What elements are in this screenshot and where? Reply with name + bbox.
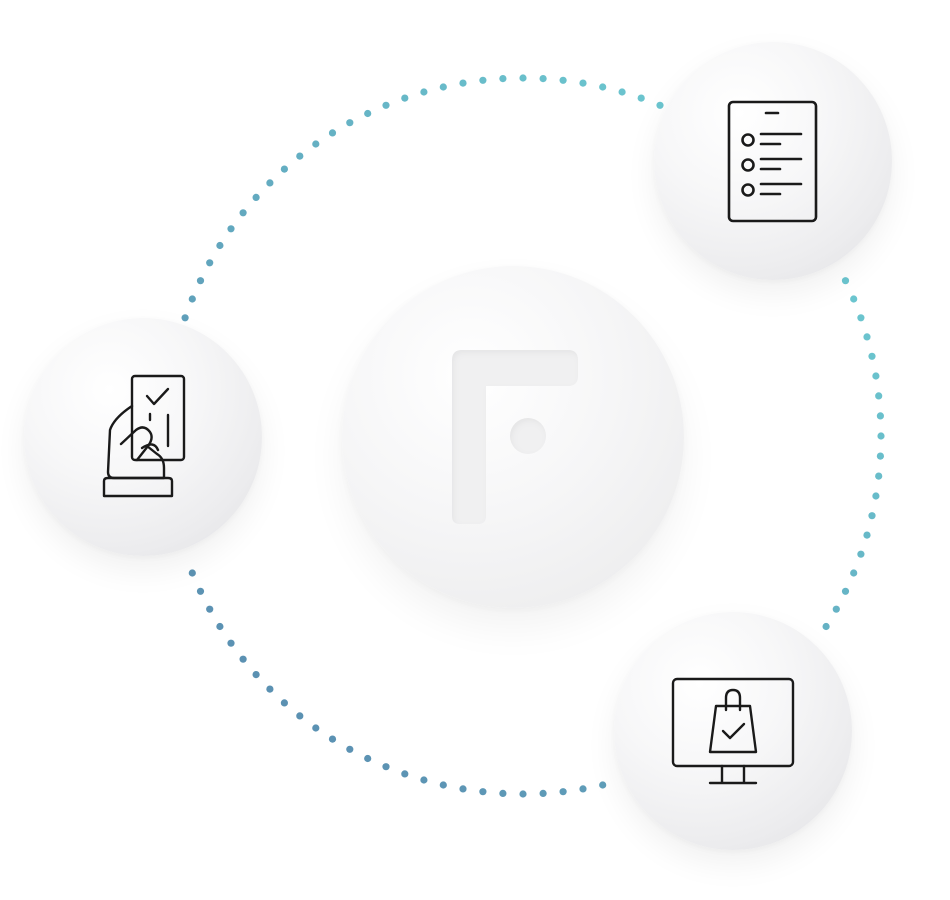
orbit-dot bbox=[559, 76, 567, 84]
orbit-dot bbox=[499, 789, 507, 798]
monitor-shopping-bag-icon bbox=[671, 677, 795, 785]
orbit-dot bbox=[868, 352, 876, 360]
orbit-dot bbox=[579, 79, 587, 87]
orbit-dot bbox=[637, 94, 645, 102]
orbit-dot bbox=[382, 101, 390, 109]
orbit-dot bbox=[872, 492, 880, 500]
orbit-dot bbox=[196, 277, 205, 285]
orbit-dot bbox=[346, 745, 354, 753]
orbit-dot bbox=[206, 605, 214, 613]
orbit-dot bbox=[401, 770, 409, 778]
orbit-dot bbox=[499, 75, 507, 83]
hub-circle bbox=[342, 266, 684, 608]
orbit-dot bbox=[439, 781, 447, 789]
orbit-dot bbox=[188, 569, 196, 577]
orbit-dot bbox=[519, 790, 527, 798]
orbit-dot bbox=[266, 685, 274, 693]
orbit-dot bbox=[618, 88, 626, 96]
orbit-dot bbox=[252, 193, 260, 201]
orbit-dot bbox=[266, 179, 274, 187]
orbit-dot bbox=[216, 622, 224, 631]
orbit-dot bbox=[196, 587, 205, 595]
orbit-dot bbox=[312, 724, 320, 732]
orbit-dot bbox=[519, 74, 527, 82]
orbit-dot bbox=[539, 789, 547, 798]
orbit-dot bbox=[539, 75, 547, 83]
orbit-dot bbox=[364, 754, 372, 763]
orbit-dot bbox=[382, 763, 390, 771]
checklist-document-icon bbox=[727, 100, 818, 223]
orbit-dot bbox=[296, 152, 304, 160]
orbit-dot bbox=[239, 655, 247, 663]
shop-node bbox=[614, 612, 852, 850]
orbit-dot bbox=[876, 452, 885, 460]
orbit-dot bbox=[850, 295, 858, 303]
orbit-dot bbox=[346, 119, 354, 127]
document-node bbox=[654, 42, 892, 280]
orbit-dot bbox=[479, 788, 487, 796]
orbit-dot bbox=[328, 735, 337, 743]
orbit-dot bbox=[850, 569, 858, 577]
orbit-dot bbox=[868, 512, 876, 520]
orbit-dot bbox=[875, 392, 883, 400]
card-node bbox=[24, 318, 262, 556]
orbit-dot bbox=[863, 531, 871, 539]
orbit-dot bbox=[280, 165, 288, 173]
orbit-dot bbox=[599, 781, 607, 789]
orbit-dot bbox=[877, 432, 885, 440]
orbit-dot bbox=[459, 785, 467, 793]
orbit-dot bbox=[863, 333, 871, 341]
orbit-dot bbox=[227, 639, 235, 647]
orbit-dot bbox=[239, 209, 247, 217]
orbit-dot bbox=[459, 79, 467, 87]
orbit-dot bbox=[599, 83, 607, 91]
orbit-dot bbox=[841, 277, 850, 285]
orbit-dot bbox=[206, 259, 214, 267]
hand-holding-card-icon bbox=[102, 374, 186, 498]
brand-logo-icon bbox=[452, 350, 578, 524]
orbit-dot bbox=[579, 785, 587, 793]
orbit-dot bbox=[420, 88, 428, 96]
orbit-dot bbox=[872, 372, 880, 380]
orbit-dot bbox=[559, 788, 567, 796]
orbit-dot bbox=[439, 83, 447, 91]
orbit-dot bbox=[656, 101, 664, 109]
orbit-dot bbox=[841, 587, 850, 595]
orbit-dot bbox=[312, 140, 320, 148]
orbit-dot bbox=[364, 109, 372, 118]
orbit-dot bbox=[832, 605, 840, 613]
orbit-dot bbox=[181, 314, 189, 322]
orbit-dot bbox=[328, 129, 337, 137]
orbit-dot bbox=[401, 94, 409, 102]
orbit-dot bbox=[822, 622, 830, 631]
orbit-dot bbox=[857, 550, 865, 558]
orbit-dot bbox=[857, 314, 865, 322]
orbit-dot bbox=[875, 472, 883, 480]
orbit-dot bbox=[296, 712, 304, 720]
orbit-dot bbox=[188, 295, 196, 303]
orbit-dot bbox=[280, 699, 288, 707]
orbit-dot bbox=[227, 225, 235, 233]
orbit-dot bbox=[420, 776, 428, 784]
orbit-dot bbox=[479, 76, 487, 84]
orbit-dot bbox=[216, 241, 224, 250]
orbit-dot bbox=[252, 671, 260, 679]
orbit-dot bbox=[876, 412, 885, 420]
